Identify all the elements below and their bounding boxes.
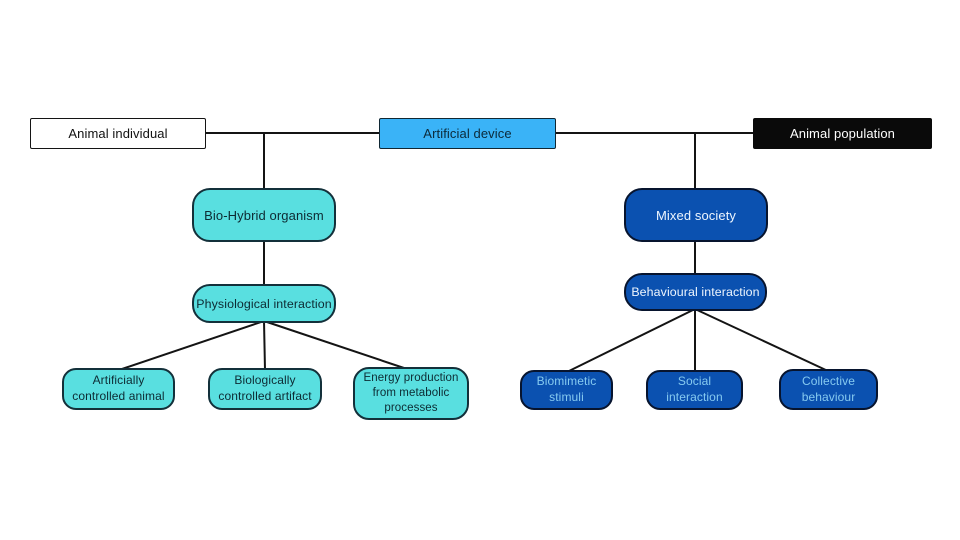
node-artificially-controlled-animal: Artificially controlled animal xyxy=(62,368,175,410)
node-biomimetic-stimuli: Biomimetic stimuli xyxy=(520,370,613,410)
node-collective-behaviour: Collective behaviour xyxy=(779,369,878,410)
node-label: Energy production from metabolic process… xyxy=(363,371,459,415)
node-physiological-interaction: Physiological interaction xyxy=(192,284,336,323)
node-label: Behavioural interaction xyxy=(631,285,760,299)
node-label: Bio-Hybrid organism xyxy=(204,207,324,223)
node-mixed-society: Mixed society xyxy=(624,188,768,242)
node-animal-individual: Animal individual xyxy=(30,118,206,149)
node-label: Artificially controlled animal xyxy=(72,373,165,403)
node-label: Mixed society xyxy=(655,207,737,223)
node-label: Social interaction xyxy=(666,374,723,404)
node-label: Biomimetic stimuli xyxy=(536,374,597,404)
node-biologically-controlled-artifact: Biologically controlled artifact xyxy=(208,368,322,410)
node-label: Physiological interaction xyxy=(196,296,332,311)
node-bio-hybrid-organism: Bio-Hybrid organism xyxy=(192,188,336,242)
node-artificial-device: Artificial device xyxy=(379,118,556,149)
node-label: Artificial device xyxy=(423,126,512,141)
node-label: Animal individual xyxy=(68,126,168,141)
node-social-interaction: Social interaction xyxy=(646,370,743,410)
node-energy-production: Energy production from metabolic process… xyxy=(353,367,469,420)
node-animal-population: Animal population xyxy=(753,118,932,149)
node-label: Biologically controlled artifact xyxy=(218,373,312,403)
node-label: Animal population xyxy=(789,126,896,141)
node-behavioural-interaction: Behavioural interaction xyxy=(624,273,767,311)
node-label: Collective behaviour xyxy=(801,373,856,404)
